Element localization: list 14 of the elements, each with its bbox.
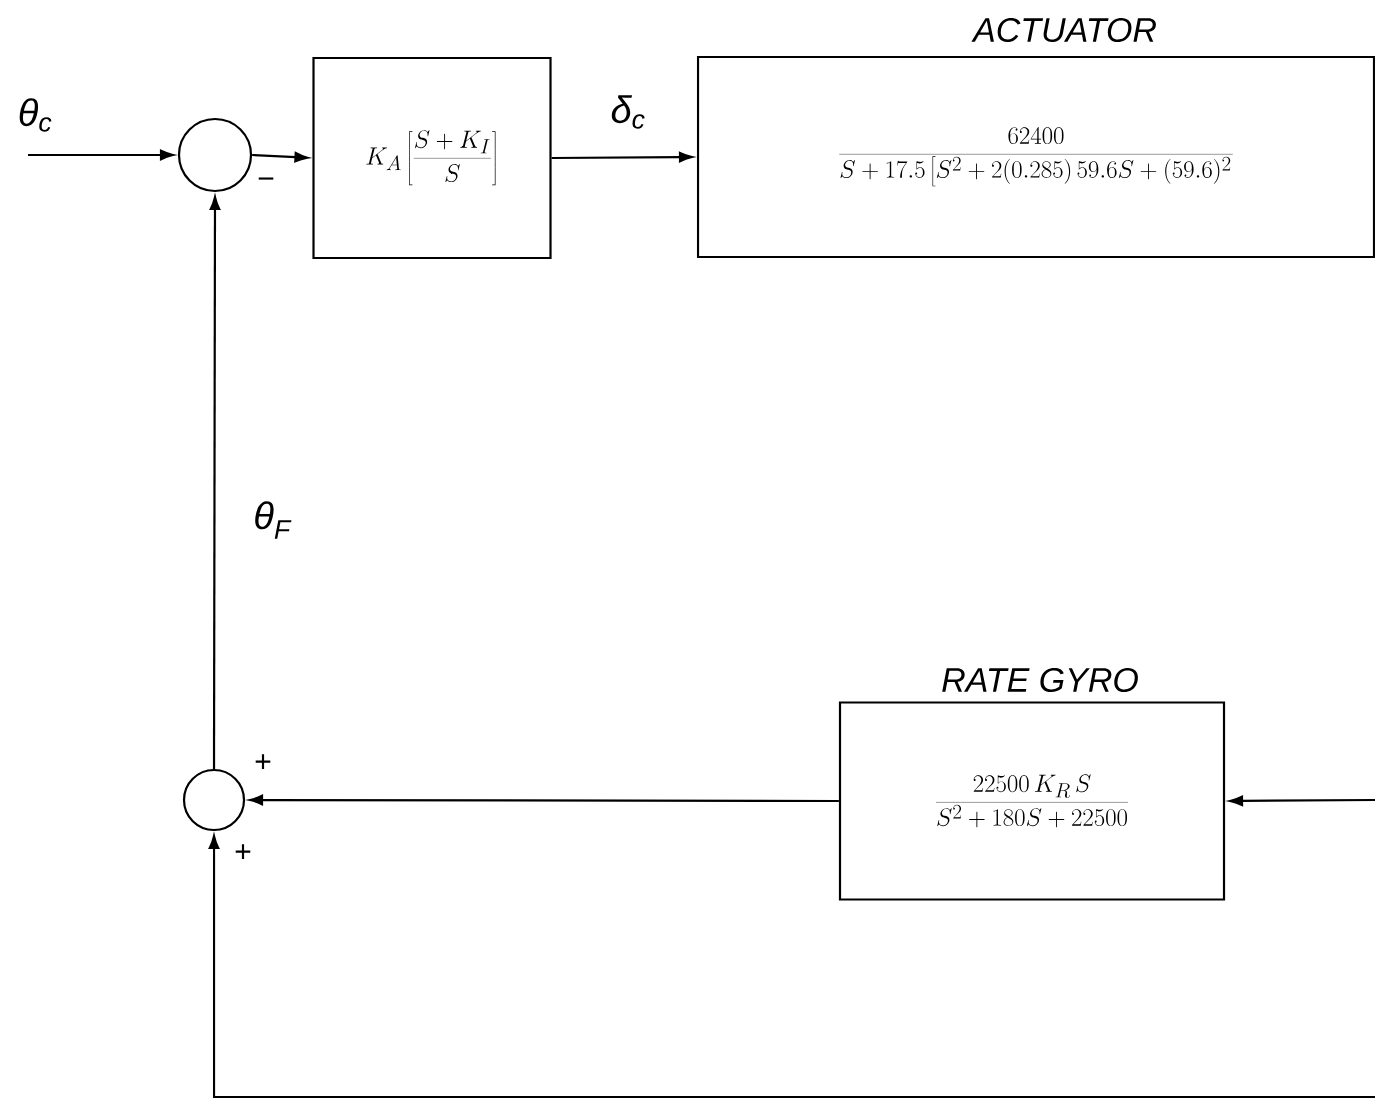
arrow <box>252 151 309 163</box>
signal-label: θ$_{F}$ <box>252 500 292 540</box>
signal-label: θ$_{c}$ <box>16 97 54 133</box>
transfer-function-box: $\frac{22500\,K_{R}\,S}{S^{2}+180S+22500}$ <box>838 701 1226 901</box>
signal-label: δ$_{c}$ <box>609 94 647 130</box>
block-heading: ACTUATOR <box>971 17 1156 43</box>
sign-label: − <box>258 177 274 180</box>
transfer-function-box: $\frac{62400}{S+17.5\left[S^{2}+2(0.285)\,59.6S+(59.6)^{2}\right.}$ <box>696 55 1375 259</box>
summing-junction <box>177 117 253 193</box>
sign-label: + <box>255 754 271 769</box>
summing-junction <box>182 768 246 832</box>
sign-label: + <box>235 844 251 859</box>
block-heading: RATE GYRO <box>942 667 1138 693</box>
transfer-function-box: $K_{A}\left[\frac{S+K_{I}}{S}\right]$ <box>312 56 552 260</box>
